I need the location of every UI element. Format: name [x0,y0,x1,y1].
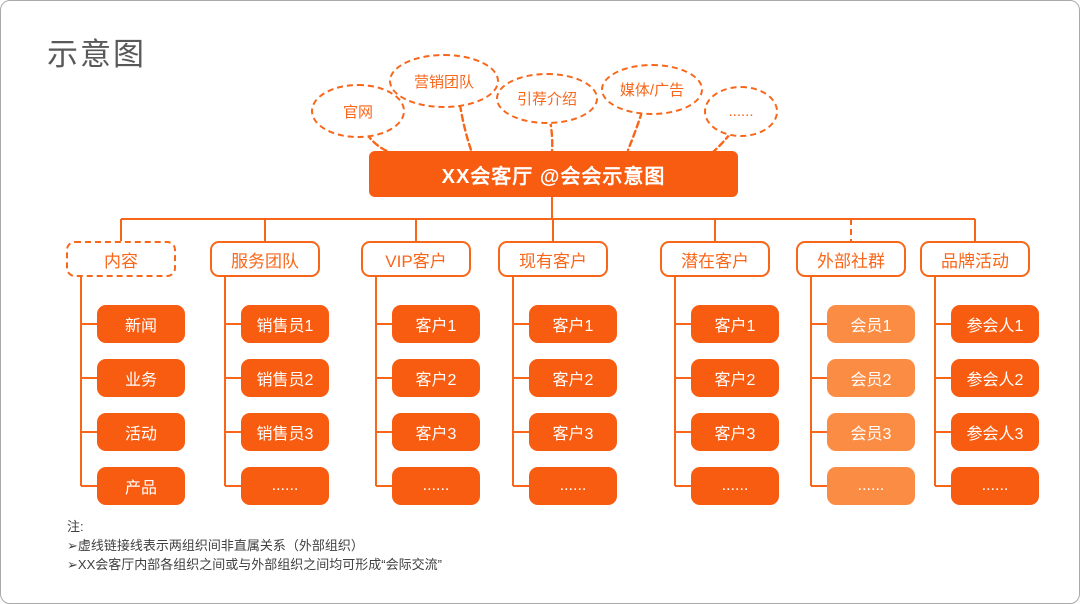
tree-node: ...... [529,467,617,505]
column-header-potential-customers: 潜在客户 [660,241,770,277]
tree-node: 产品 [97,467,185,505]
footnote-label: 注: [67,519,84,534]
tree-node: 客户3 [529,413,617,451]
footnote-line: ➢XX会客厅内部各组织之间或与外部组织之间均可形成“会际交流” [67,557,442,572]
spine-col-1 [80,277,97,487]
column-header-content: 内容 [66,241,176,277]
tree-node: 参会人1 [951,305,1039,343]
tree-node: 客户2 [529,359,617,397]
tree-node: ...... [241,467,329,505]
spine-col-7 [934,277,951,487]
column-header-vip-customers: VIP客户 [361,241,471,277]
tree-node: 客户1 [392,305,480,343]
bubble-tail-3 [548,118,554,153]
tree-node: 参会人2 [951,359,1039,397]
spine-col-3 [375,277,392,487]
speech-bubble-marketing-team: 营销团队 [389,54,499,108]
speech-bubble-referral: 引荐介绍 [496,73,598,124]
tree-node: 客户3 [691,413,779,451]
tree-node: ...... [392,467,480,505]
tree-node: 参会人3 [951,413,1039,451]
tree-node: 销售员1 [241,305,329,343]
tree-node: 客户2 [392,359,480,397]
page-title: 示意图 [47,37,146,72]
spine-col-5 [674,277,691,487]
column-header-existing-customers: 现有客户 [498,241,608,277]
drop-lines-solid [120,219,976,242]
tree-node: 会员1 [827,305,915,343]
speech-bubble-official-site: 官网 [311,84,405,138]
tree-node: 活动 [97,413,185,451]
tree-node: ...... [951,467,1039,505]
speech-bubble-ellipsis: ...... [704,86,778,137]
tree-node: 新闻 [97,305,185,343]
column-header-external-community: 外部社群 [796,241,906,277]
tree-node: 会员3 [827,413,915,451]
column-header-brand-events: 品牌活动 [920,241,1030,277]
tree-node: 客户1 [529,305,617,343]
footnote: 注: ➢虚线链接线表示两组织间非直属关系（外部组织） ➢XX会客厅内部各组织之间… [67,517,442,574]
column-header-service-team: 服务团队 [210,241,320,277]
footnote-line: ➢虚线链接线表示两组织间非直属关系（外部组织） [67,538,364,553]
tree-node: 会员2 [827,359,915,397]
tree-node: ...... [691,467,779,505]
spine-col-2 [224,277,241,487]
tree-node: ...... [827,467,915,505]
spine-col-6 [810,277,827,487]
tree-node: 客户3 [392,413,480,451]
bubble-tail-2 [458,103,473,152]
spine-col-4 [512,277,529,487]
tree-node: 客户1 [691,305,779,343]
bubble-tail-4 [626,110,644,152]
root-node: XX会客厅 @会会示意图 [369,151,738,197]
tree-node: 销售员2 [241,359,329,397]
tree-node: 业务 [97,359,185,397]
tree-node: 客户2 [691,359,779,397]
speech-bubble-media-ads: 媒体/广告 [601,64,703,115]
tree-node: 销售员3 [241,413,329,451]
